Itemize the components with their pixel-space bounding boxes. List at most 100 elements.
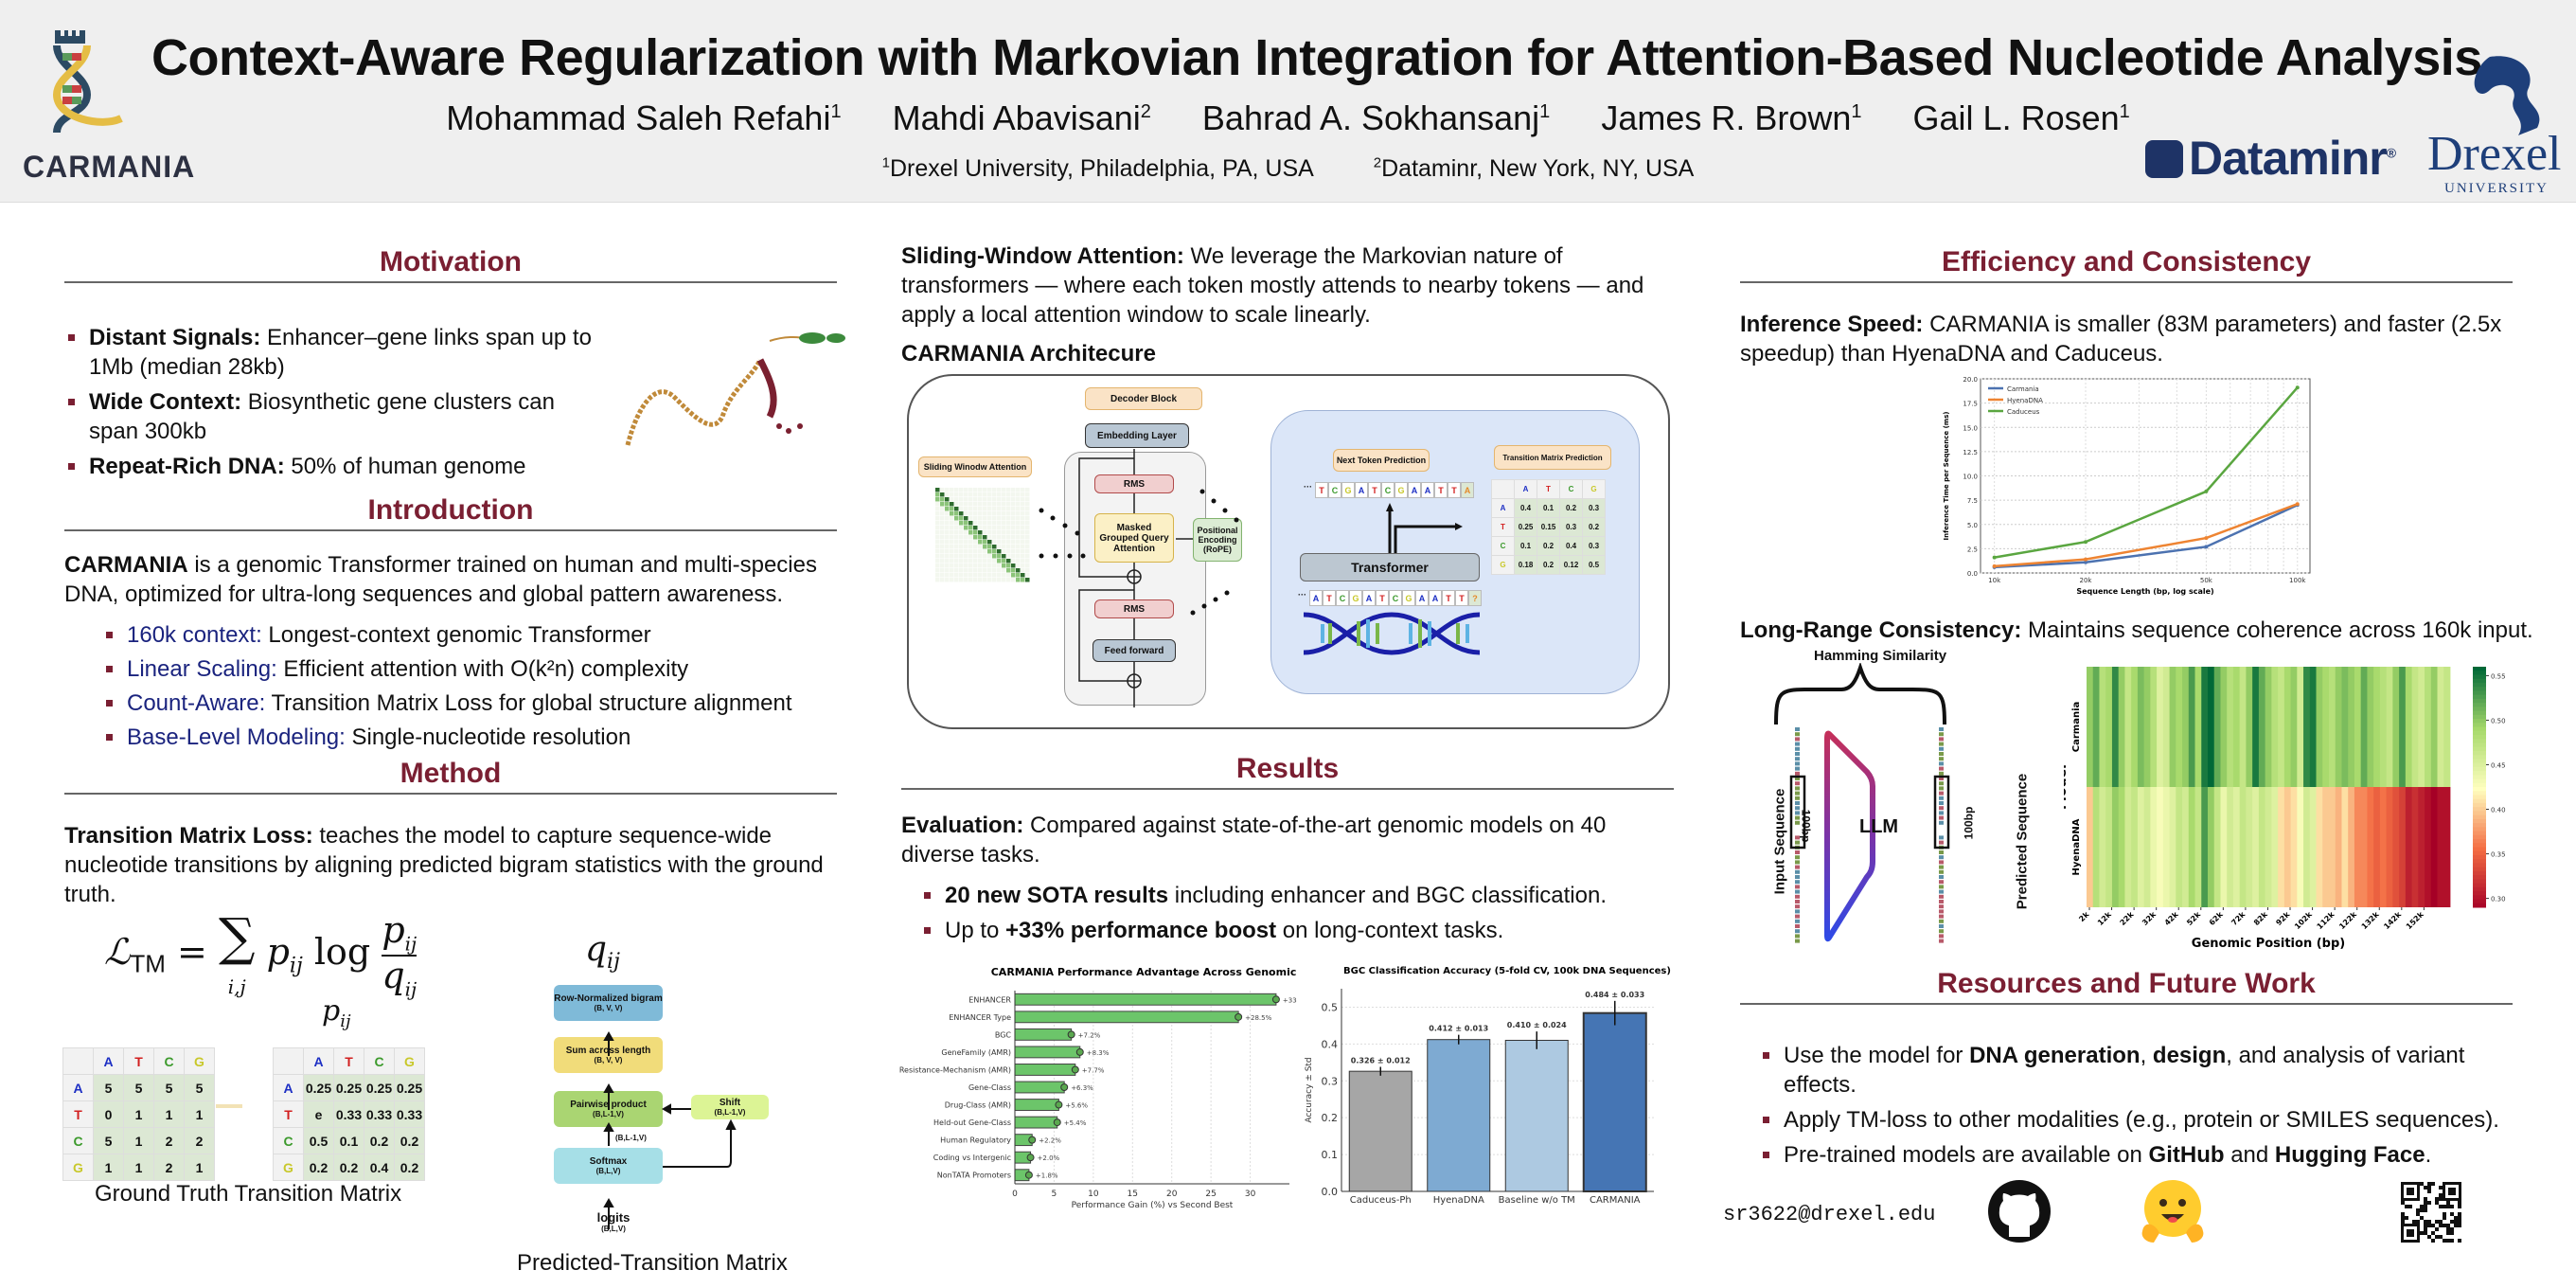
attention-cell bbox=[968, 526, 973, 530]
attention-cell bbox=[1021, 497, 1025, 502]
attention-cell bbox=[940, 502, 945, 507]
attention-cell bbox=[950, 530, 954, 535]
attention-cell bbox=[983, 521, 987, 526]
qr-module bbox=[2454, 1220, 2458, 1224]
tm-loss-formula: ℒTM = ∑ i,j pij log pij qij bbox=[104, 906, 417, 1001]
attention-cell bbox=[1016, 526, 1021, 530]
colorbar-segment bbox=[2473, 710, 2486, 716]
github-icon[interactable] bbox=[1986, 1178, 2052, 1244]
attention-cell bbox=[964, 521, 968, 526]
heatmap-cell bbox=[2379, 667, 2388, 787]
ellipsis: ··· bbox=[1298, 590, 1306, 599]
list-text: . bbox=[2425, 1142, 2432, 1168]
y-tick-label: ENHANCER Type bbox=[949, 1013, 1011, 1022]
author: James R. Brown1 bbox=[1601, 98, 1862, 137]
heatmap-cell bbox=[2425, 667, 2432, 787]
colorbar-segment bbox=[2473, 694, 2486, 700]
heatmap-cell bbox=[2137, 667, 2145, 787]
data-label: 0.326 ± 0.012 bbox=[1351, 1056, 1411, 1064]
y-tick-label: 15.0 bbox=[1963, 424, 1978, 432]
nucleotide-dot bbox=[1939, 840, 1944, 845]
nucleotide-dot bbox=[1795, 919, 1800, 923]
matrix-row-header: C bbox=[1491, 536, 1515, 556]
attention-cell bbox=[978, 568, 983, 573]
x-tick-label: 15 bbox=[1128, 1190, 1138, 1199]
hugging-face-icon[interactable] bbox=[2135, 1174, 2211, 1250]
attention-cell bbox=[968, 568, 973, 573]
qr-code-icon[interactable] bbox=[2401, 1182, 2461, 1243]
y-tick-label: GeneFamily (AMR) bbox=[941, 1048, 1011, 1057]
qr-module bbox=[2431, 1239, 2435, 1243]
x-tick-label: 2k bbox=[2077, 910, 2091, 924]
attention-cell bbox=[935, 545, 940, 549]
nucleotide-dot bbox=[1939, 820, 1944, 825]
colorbar-segment bbox=[2473, 687, 2486, 691]
colorbar-segment bbox=[2473, 671, 2486, 675]
heatmap-cell bbox=[2411, 667, 2419, 787]
qr-module bbox=[2420, 1231, 2424, 1235]
nucleotide-dot bbox=[1939, 934, 1944, 939]
matrix-cell: 0.3 bbox=[1582, 536, 1606, 556]
bar bbox=[1014, 1116, 1058, 1129]
attention-cell bbox=[978, 559, 983, 564]
matrix-cell: 1 bbox=[123, 1154, 154, 1181]
attention-cell bbox=[1025, 545, 1030, 549]
attention-cell bbox=[978, 578, 983, 582]
y-tick-label: 17.5 bbox=[1963, 401, 1978, 408]
list-item: Base-Level Modeling: Single-nucleotide r… bbox=[102, 723, 837, 752]
nucleotide-dot bbox=[1939, 746, 1944, 751]
sequence-token: T bbox=[1455, 590, 1468, 606]
qr-module bbox=[2405, 1205, 2408, 1208]
attention-cell bbox=[950, 573, 954, 578]
data-label: +33 bbox=[1283, 996, 1297, 1004]
attention-cell bbox=[1011, 526, 1016, 530]
nucleotide-dot bbox=[1795, 746, 1800, 751]
x-tick-label: 42k bbox=[2163, 910, 2180, 927]
attention-cell bbox=[935, 488, 940, 492]
attention-cell bbox=[1021, 535, 1025, 540]
consistency-text: Long-Range Consistency: Maintains sequen… bbox=[1740, 617, 2533, 643]
qr-module bbox=[2443, 1216, 2446, 1220]
attention-cell bbox=[945, 492, 950, 497]
attention-cell bbox=[978, 535, 983, 540]
qr-module bbox=[2454, 1224, 2458, 1227]
attention-cell bbox=[954, 502, 959, 507]
attention-cell bbox=[992, 559, 997, 564]
attention-cell bbox=[1021, 521, 1025, 526]
heatmap-cell bbox=[2213, 667, 2221, 787]
attention-cell bbox=[1002, 545, 1006, 549]
colorbar-segment bbox=[2473, 831, 2486, 836]
attention-cell bbox=[968, 573, 973, 578]
contact-email[interactable]: sr3622@drexel.edu bbox=[1723, 1203, 1936, 1226]
attention-cell bbox=[1006, 488, 1011, 492]
list-text: GitHub bbox=[2148, 1142, 2225, 1168]
qr-module bbox=[2439, 1205, 2443, 1208]
attention-cell bbox=[945, 502, 950, 507]
attention-cell bbox=[964, 573, 968, 578]
p-ij-label: pij bbox=[322, 994, 351, 1031]
row-label: Carmania bbox=[2071, 702, 2082, 752]
attention-cell bbox=[992, 530, 997, 535]
sequence-token: A bbox=[1355, 482, 1368, 498]
attention-cell bbox=[964, 511, 968, 516]
attention-cell bbox=[1021, 554, 1025, 559]
attention-cell bbox=[992, 492, 997, 497]
attention-cell bbox=[968, 549, 973, 554]
attention-cell bbox=[1006, 573, 1011, 578]
attention-cell bbox=[954, 521, 959, 526]
heatmap-cell bbox=[2258, 667, 2266, 787]
heatmap-cell bbox=[2194, 787, 2202, 907]
attention-cell bbox=[1011, 488, 1016, 492]
attention-cell bbox=[959, 492, 964, 497]
matrix-col-header: C bbox=[364, 1047, 395, 1075]
matrix-col-header: A bbox=[303, 1047, 334, 1075]
x-tick-label: 122k bbox=[2337, 910, 2358, 931]
nucleotide-dot bbox=[1939, 761, 1944, 766]
attention-cell bbox=[1006, 526, 1011, 530]
heatmap-cell bbox=[2227, 667, 2234, 787]
heatmap-cell bbox=[2354, 787, 2362, 907]
heatmap-cell bbox=[2309, 667, 2317, 787]
attention-cell bbox=[978, 511, 983, 516]
attention-cell bbox=[978, 526, 983, 530]
nucleotide-dot bbox=[1939, 811, 1944, 815]
